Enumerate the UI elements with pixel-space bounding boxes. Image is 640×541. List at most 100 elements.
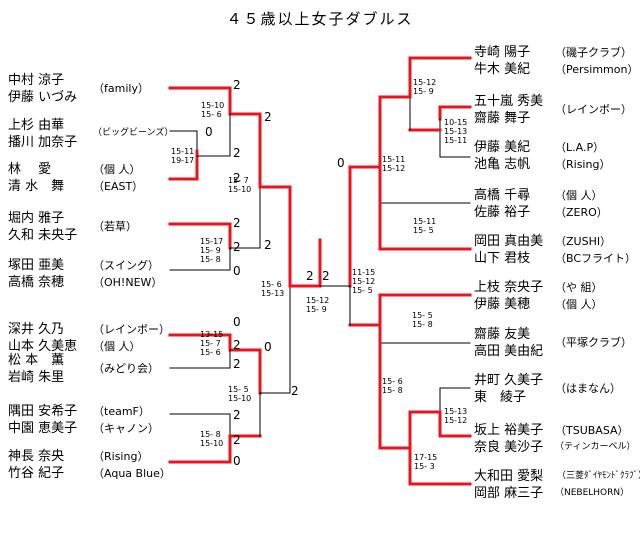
left-entry-player2: 岩崎 朱里 [8, 370, 65, 385]
set-score: 15-11 15- 5 [413, 217, 437, 235]
right-entry-player1: 坂上 裕美子 [474, 423, 544, 438]
game-count: 2 [233, 146, 241, 160]
left-entry-club: （family） [93, 82, 149, 95]
left-entry-player2: 久和 未央子 [8, 228, 78, 243]
left-entry-player2: 伊藤 いづみ [8, 90, 78, 105]
right-entry-club: （ZUSHI） [555, 235, 612, 248]
right-entry-club: （個 人） [555, 189, 603, 202]
left-entry-player1: 深井 久乃 [8, 322, 65, 337]
game-count: 0 [205, 125, 213, 139]
left-entry-club-2: （個 人） [93, 340, 141, 353]
game-count: 2 [322, 269, 330, 283]
right-entry-club-2: （ティンカーベル） [555, 442, 636, 452]
right-entry-club-2: （ZERO） [555, 206, 608, 219]
right-entry-player1: 岡田 真由美 [474, 234, 544, 249]
set-score: 15- 6 15- 8 [382, 377, 403, 395]
right-entry-player1: 伊藤 美紀 [474, 140, 531, 155]
left-entry-player2: 播川 加奈子 [8, 135, 78, 150]
left-entry-club: （個 人） [93, 163, 141, 176]
left-entry-player2: 高橋 奈穂 [8, 275, 65, 290]
left-entry-player2: 清 水 舞 [8, 179, 65, 194]
right-entry-player2: 池亀 志帆 [474, 157, 531, 172]
set-score: 13-15 15- 7 15- 6 [200, 330, 224, 357]
set-score: 15-17 15- 9 15- 8 [200, 237, 224, 264]
right-entry-club-2: （Persimmon） [555, 63, 639, 76]
set-score: 15-12 15- 9 [306, 296, 330, 314]
game-count: 0 [233, 315, 241, 329]
left-entry-club: （みどり会） [93, 362, 159, 375]
left-entry-club: （Rising） [93, 450, 149, 463]
right-entry-player1: 上枝 奈央子 [474, 280, 544, 295]
left-entry-player1: 隅田 安希子 [8, 404, 78, 419]
right-entry-player2: 牛木 美紀 [474, 62, 531, 77]
right-entry-club: （や 組） [555, 281, 603, 294]
game-count: 2 [233, 78, 241, 92]
game-count: 2 [233, 240, 241, 254]
right-entry-player2: 奈良 美沙子 [474, 440, 544, 455]
set-score: 15-11 15-12 [382, 155, 406, 173]
right-entry-player2: 岡部 麻三子 [474, 486, 544, 501]
right-entry-player1: 齋藤 友美 [474, 327, 531, 342]
game-count: 0 [233, 454, 241, 468]
right-entry-player1: 大和田 愛梨 [474, 469, 544, 484]
right-entry-club: （磯子クラブ） [555, 46, 632, 59]
right-entry-club-2: （NEBELHORN） [555, 488, 630, 498]
game-count: 2 [233, 357, 241, 371]
right-entry-club: （TSUBASA） [555, 424, 629, 437]
right-entry-player1: 高橋 千尋 [474, 188, 531, 203]
set-score: 15-12 15- 9 [413, 78, 437, 96]
game-count: 2 [306, 269, 314, 283]
game-count: 0 [337, 156, 345, 170]
page-title: ４５歳以上女子ダブルス [226, 10, 414, 28]
left-entry-club-2: （キャノン） [93, 422, 159, 435]
game-count: 2 [233, 433, 241, 447]
set-score: 15-10 15- 6 [201, 101, 225, 119]
left-entry-player1: 松 本 薫 [8, 353, 65, 368]
right-entry-club-2: （Rising） [555, 158, 611, 171]
right-entry-club-2: （個 人） [555, 298, 603, 311]
game-count: 2 [264, 110, 272, 124]
right-entry-player2: 山下 君枝 [474, 251, 531, 266]
right-entry-player2: 東 綾子 [474, 390, 527, 405]
game-count: 2 [233, 216, 241, 230]
set-score: 15- 7 15-10 [228, 176, 252, 194]
left-entry-club-2: （OH!NEW） [93, 276, 163, 289]
left-entry-club-2: （Aqua Blue） [93, 467, 171, 480]
left-entry-player1: 塚田 亜美 [8, 258, 65, 273]
game-count: 2 [233, 338, 241, 352]
right-entry-club: （平塚クラブ） [555, 336, 632, 349]
left-entry-player2: 竹谷 紀子 [8, 466, 65, 481]
right-entry-player2: 齋藤 舞子 [474, 111, 531, 126]
right-entry-club: （レインボー） [555, 103, 632, 116]
left-entry-club: （ビッグビーンズ） [93, 128, 174, 138]
right-entry-player2: 高田 美由紀 [474, 344, 544, 359]
game-count: 2 [291, 384, 299, 398]
game-count: 2 [233, 408, 241, 422]
set-score: 15-13 15-12 [444, 407, 468, 425]
set-score: 17-15 15- 3 [414, 453, 438, 471]
right-entry-player1: 井町 久美子 [474, 373, 544, 388]
game-count: 0 [233, 264, 241, 278]
left-entry-player2: 山本 久美恵 [8, 339, 78, 354]
right-entry-player2: 伊藤 美穂 [474, 297, 531, 312]
left-entry-club: （レインボー） [93, 323, 170, 336]
right-entry-player1: 五十嵐 秀美 [474, 94, 544, 109]
game-count: 2 [264, 238, 272, 252]
set-score: 15- 5 15-10 [228, 385, 252, 403]
right-entry-club: （はまなん） [555, 382, 621, 395]
right-entry-club: （三菱ﾀﾞｲﾔﾓﾝﾄﾞｸﾗﾌﾞ） [557, 471, 640, 481]
right-entry-player2: 佐藤 裕子 [474, 205, 531, 220]
left-entry-player1: 神長 奈央 [8, 449, 65, 464]
left-entry-club: （teamF） [93, 405, 150, 418]
set-score: 15- 6 15-13 [261, 280, 285, 298]
left-entry-player1: 上杉 由華 [8, 118, 65, 133]
set-score: 10-15 15-13 15-11 [444, 118, 468, 145]
left-entry-club-2: （EAST） [93, 180, 144, 193]
game-count: 0 [264, 340, 272, 354]
set-score: 11-15 15-12 15- 5 [352, 268, 376, 295]
game-count: 2 [233, 171, 241, 185]
right-entry-club-2: （BCフライト） [555, 252, 637, 265]
left-entry-club: （スイング） [93, 259, 159, 272]
set-score: 15- 5 15- 8 [412, 311, 433, 329]
